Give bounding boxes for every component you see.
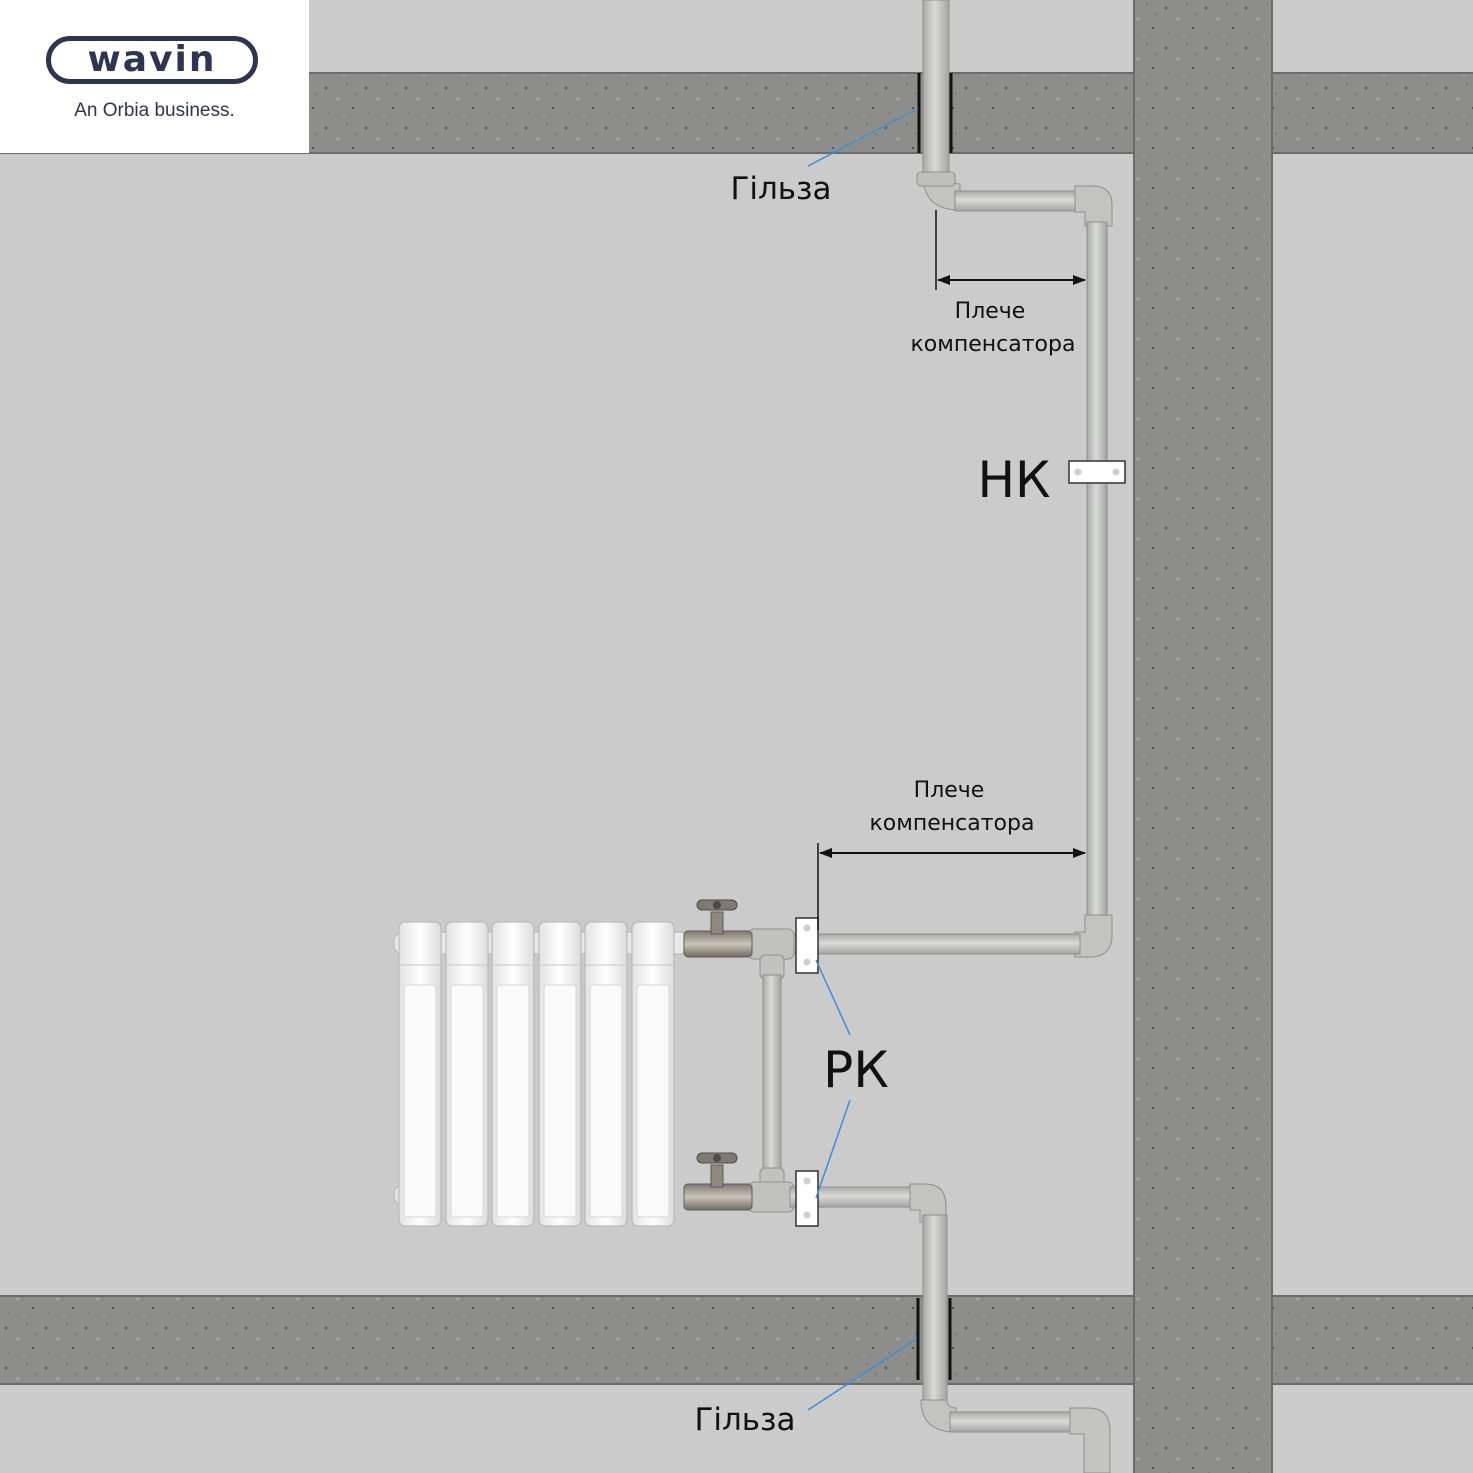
label-sleeve-top: Гільза bbox=[730, 171, 831, 207]
label-arm-top-line2: компенсатора bbox=[911, 332, 1076, 357]
label-arm-bottom-line1: Плече bbox=[914, 778, 985, 803]
label-fixed-support: НК bbox=[977, 451, 1050, 509]
valve-top bbox=[683, 899, 753, 958]
label-arm-bottom-line2: компенсатора bbox=[870, 811, 1035, 836]
sleeve-bottom bbox=[916, 1298, 952, 1380]
floor-slab-bottom bbox=[0, 1296, 1473, 1384]
logo-wordmark: wavin bbox=[87, 39, 217, 80]
valve-bottom bbox=[683, 1152, 753, 1211]
pipe-riser bbox=[747, 0, 1113, 1473]
label-arm-top-line1: Плече bbox=[955, 299, 1026, 324]
wavin-logo: wavin bbox=[46, 36, 258, 84]
dimension-arm-top bbox=[935, 210, 1086, 290]
radiator bbox=[393, 921, 690, 1227]
fixed-support-clamp bbox=[1068, 460, 1126, 484]
logo-panel: wavin An Orbia business. bbox=[0, 0, 309, 153]
label-movable-support: РК bbox=[823, 1041, 889, 1099]
leader-rk-bottom bbox=[815, 1099, 851, 1199]
leader-sleeve-bottom bbox=[807, 1339, 916, 1411]
movable-support-bottom bbox=[795, 1170, 819, 1227]
label-sleeve-bottom: Гільза bbox=[694, 1402, 795, 1438]
leader-rk-top bbox=[815, 959, 851, 1036]
radiator-section bbox=[398, 921, 442, 1227]
concrete-column bbox=[1134, 0, 1272, 1473]
dimension-arm-bottom bbox=[817, 843, 1086, 930]
movable-support-top bbox=[795, 917, 819, 974]
sleeve-top bbox=[917, 73, 953, 153]
leader-sleeve-top bbox=[807, 109, 916, 167]
logo-tagline: An Orbia business. bbox=[74, 100, 235, 121]
